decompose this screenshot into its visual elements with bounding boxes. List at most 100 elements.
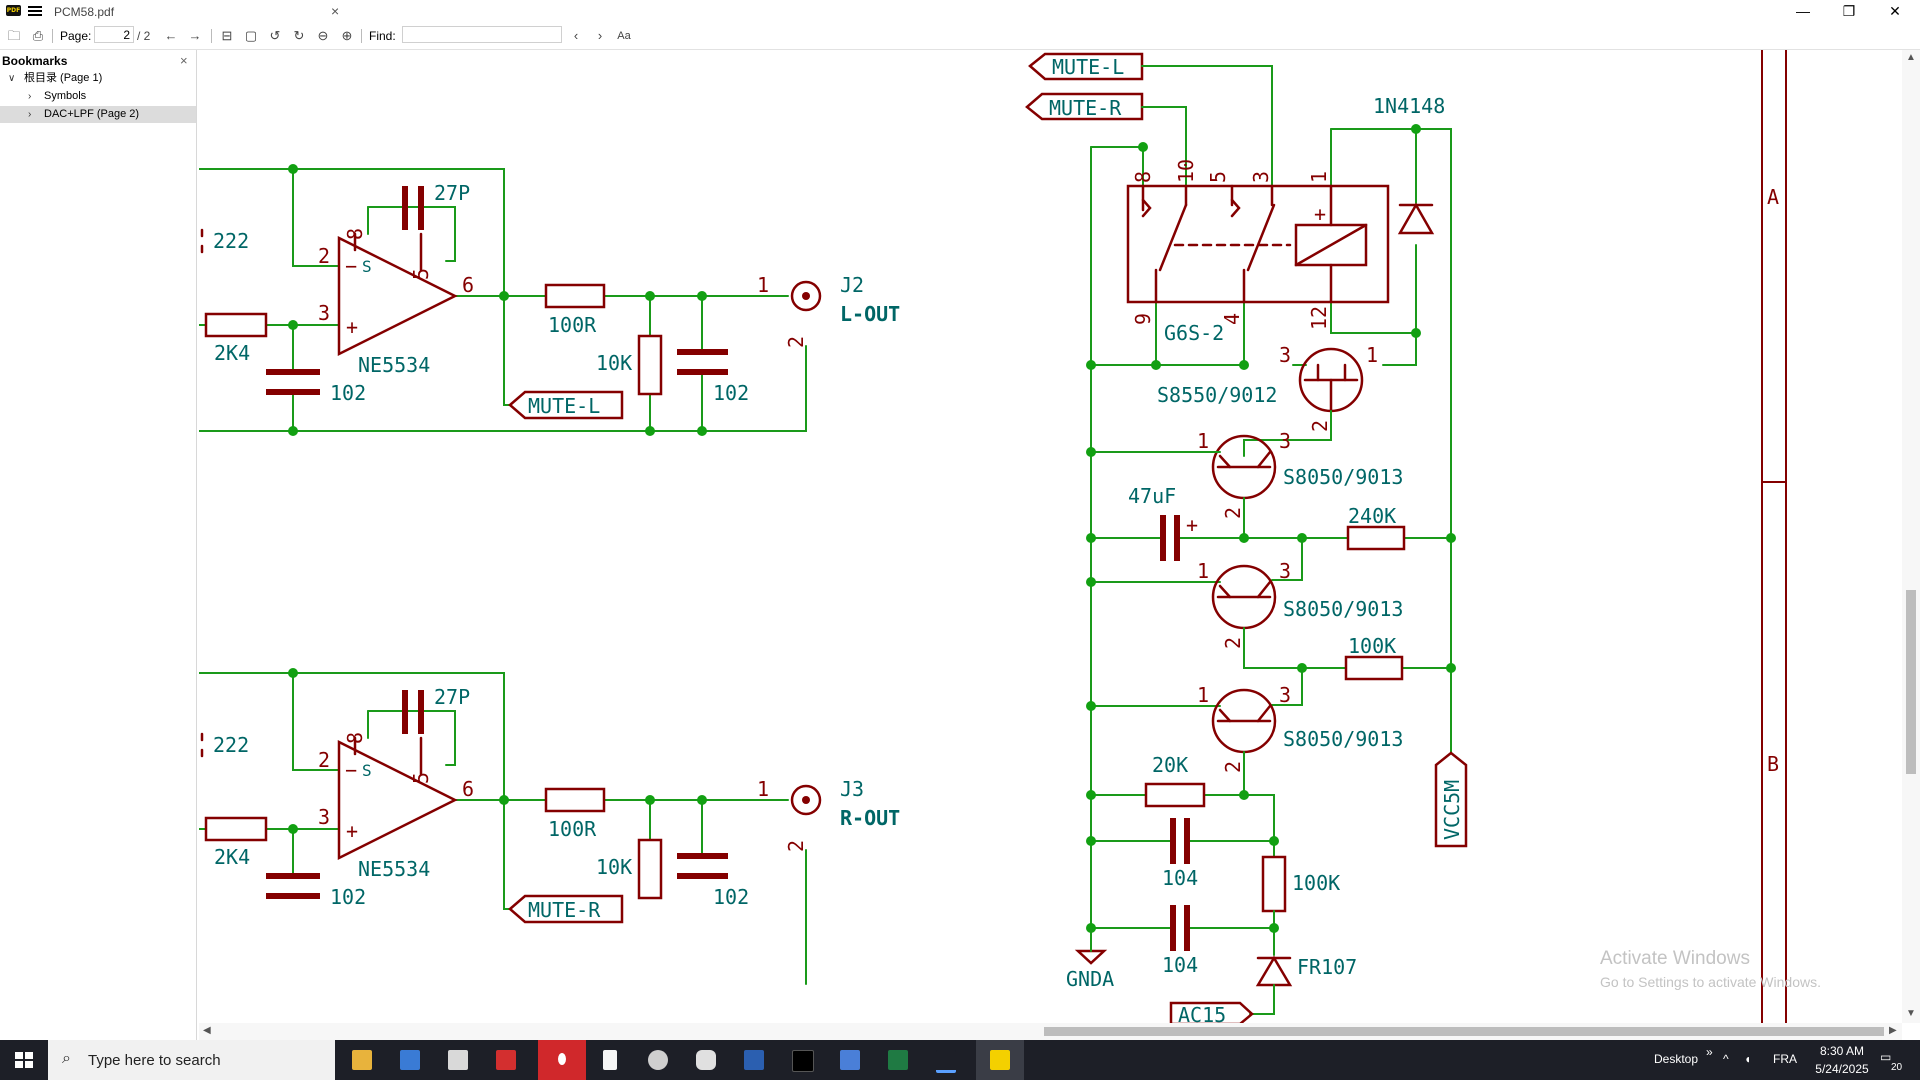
jack-name-label: L-OUT: [840, 302, 900, 326]
news-icon[interactable]: [386, 1040, 434, 1080]
taskbar-search-box[interactable]: ⌕ Type here to search: [48, 1040, 335, 1080]
horizontal-scroll-thumb[interactable]: [1044, 1027, 1884, 1036]
wire: [1243, 627, 1452, 669]
print-icon[interactable]: ⎙: [32, 28, 44, 43]
notification-center-icon[interactable]: ▭: [1880, 1050, 1892, 1064]
junction-dot: [1239, 360, 1249, 370]
audio-app-icon[interactable]: [922, 1040, 970, 1080]
next-page-icon[interactable]: →: [188, 28, 202, 43]
opamp-ne5534: [337, 739, 458, 861]
close-tab-icon[interactable]: ×: [331, 3, 340, 19]
transistor-leads: [1316, 363, 1347, 412]
word-icon[interactable]: [730, 1040, 778, 1080]
junction-dot: [1086, 577, 1096, 587]
opamp-minus-sign: −: [345, 254, 357, 278]
hamburger-menu-icon[interactable]: [28, 4, 42, 18]
chevron-right-icon[interactable]: ›: [28, 91, 32, 102]
junction-dot: [1446, 663, 1456, 673]
pin-number: 1: [757, 777, 769, 801]
scroll-up-icon[interactable]: ▲: [1906, 52, 1916, 63]
cap-polarity-plus: +: [1186, 513, 1198, 537]
wire: [503, 799, 511, 910]
junction-dot: [288, 164, 298, 174]
language-indicator[interactable]: FRA: [1773, 1052, 1797, 1066]
pin-number: 1: [1366, 343, 1378, 367]
scroll-left-icon[interactable]: ◀: [203, 1025, 211, 1036]
junction-dot: [1446, 533, 1456, 543]
pin-number: 6: [462, 777, 474, 801]
opamp-supply-pins: [353, 232, 423, 272]
red-app-icon[interactable]: [482, 1040, 530, 1080]
vertical-scrollbar[interactable]: ▲ ▼: [1902, 50, 1920, 1023]
zoom-in-icon[interactable]: ⊕: [341, 28, 353, 43]
calculator-icon[interactable]: [434, 1040, 482, 1080]
find-next-icon[interactable]: ›: [597, 28, 603, 43]
opamp-ne5534: [337, 235, 458, 357]
notepad-icon[interactable]: [586, 1040, 634, 1080]
page-number-input[interactable]: [94, 26, 134, 43]
clock-date[interactable]: 5/24/2025: [1815, 1062, 1869, 1076]
activate-windows-subtitle: Go to Settings to activate Windows.: [1600, 974, 1821, 990]
vertical-scroll-thumb[interactable]: [1906, 590, 1916, 774]
pin-number: 1: [1197, 559, 1209, 583]
wire: [1243, 794, 1275, 858]
bookmarks-sidebar: Bookmarks × ∨ 根目录 (Page 1) › Symbols › D…: [0, 50, 197, 1040]
rotate-right-icon[interactable]: ↻: [293, 28, 305, 43]
close-window-button[interactable]: ✕: [1889, 3, 1901, 19]
steam-icon[interactable]: [634, 1040, 682, 1080]
junction-dot: [1269, 836, 1279, 846]
scroll-right-icon[interactable]: ▶: [1889, 1025, 1897, 1036]
volume-icon[interactable]: ◖: [1744, 1052, 1752, 1066]
excel-icon[interactable]: [874, 1040, 922, 1080]
frame-row-b: B: [1767, 752, 1779, 776]
stack-app-icon[interactable]: [826, 1040, 874, 1080]
bookmark-item-root[interactable]: ∨ 根目录 (Page 1): [0, 70, 196, 87]
prev-page-icon[interactable]: ←: [164, 28, 178, 43]
horizontal-scrollbar[interactable]: ◀ ▶: [199, 1023, 1902, 1040]
chevron-down-icon[interactable]: ∨: [8, 73, 16, 84]
scroll-down-icon[interactable]: ▼: [1906, 1008, 1916, 1019]
file-explorer-icon[interactable]: [338, 1040, 386, 1080]
junction-dot: [697, 426, 707, 436]
chevron-icon[interactable]: »: [1706, 1045, 1713, 1059]
bookmark-item-dac-lpf[interactable]: › DAC+LPF (Page 2): [0, 106, 196, 123]
pdf-reader-taskbar-icon[interactable]: [976, 1040, 1024, 1080]
pin-number: 1: [757, 273, 769, 297]
opera-browser-icon[interactable]: [538, 1040, 586, 1080]
maximize-button[interactable]: ❐: [1842, 3, 1856, 19]
zoom-out-icon[interactable]: ⊖: [317, 28, 329, 43]
close-sidebar-icon[interactable]: ×: [180, 53, 188, 68]
open-folder-icon[interactable]: 🗀: [7, 28, 21, 43]
match-case-button[interactable]: Aa: [617, 30, 631, 42]
find-input[interactable]: [402, 26, 562, 43]
diode-fr107: [1255, 955, 1293, 987]
res-100r-label: 100R: [548, 817, 597, 841]
fox-app-icon[interactable]: [682, 1040, 730, 1080]
res-10k-label: 10K: [596, 351, 632, 375]
start-button[interactable]: [0, 1040, 48, 1080]
minimize-button[interactable]: —: [1796, 3, 1810, 19]
clock-time[interactable]: 8:30 AM: [1819, 1044, 1865, 1058]
chevron-right-icon[interactable]: ›: [28, 109, 32, 120]
document-tab[interactable]: PCM58.pdf: [54, 5, 115, 19]
wire: [1271, 537, 1303, 581]
dark-app-icon[interactable]: [778, 1040, 826, 1080]
bookmark-item-symbols[interactable]: › Symbols: [0, 88, 196, 105]
wire: [199, 345, 807, 432]
desktop-toolbar-label[interactable]: Desktop: [1654, 1052, 1699, 1066]
junction-dot: [499, 291, 509, 301]
rotate-left-icon[interactable]: ↺: [269, 28, 281, 43]
fit-width-icon[interactable]: ⊟: [221, 28, 233, 43]
fit-page-icon[interactable]: ▢: [244, 28, 258, 43]
document-viewport[interactable]: .w { stroke:#1a9a1a; stroke-width:2; fil…: [199, 50, 1902, 1023]
transistor-leads: [1218, 704, 1272, 723]
find-prev-icon[interactable]: ‹: [573, 28, 579, 43]
pin-number: 5: [409, 772, 433, 784]
search-placeholder: Type here to search: [88, 1052, 221, 1069]
capacitor-104: [1170, 818, 1190, 864]
taskbar: ⌕ Type here to search Desktop » ^ ◖ FRA …: [0, 1040, 1920, 1080]
show-hidden-icons-icon[interactable]: ^: [1723, 1052, 1729, 1066]
pin-number: 1: [1197, 683, 1209, 707]
pdf-reader-app-icon: PDF: [6, 5, 21, 16]
pin-number: 8: [343, 732, 367, 744]
